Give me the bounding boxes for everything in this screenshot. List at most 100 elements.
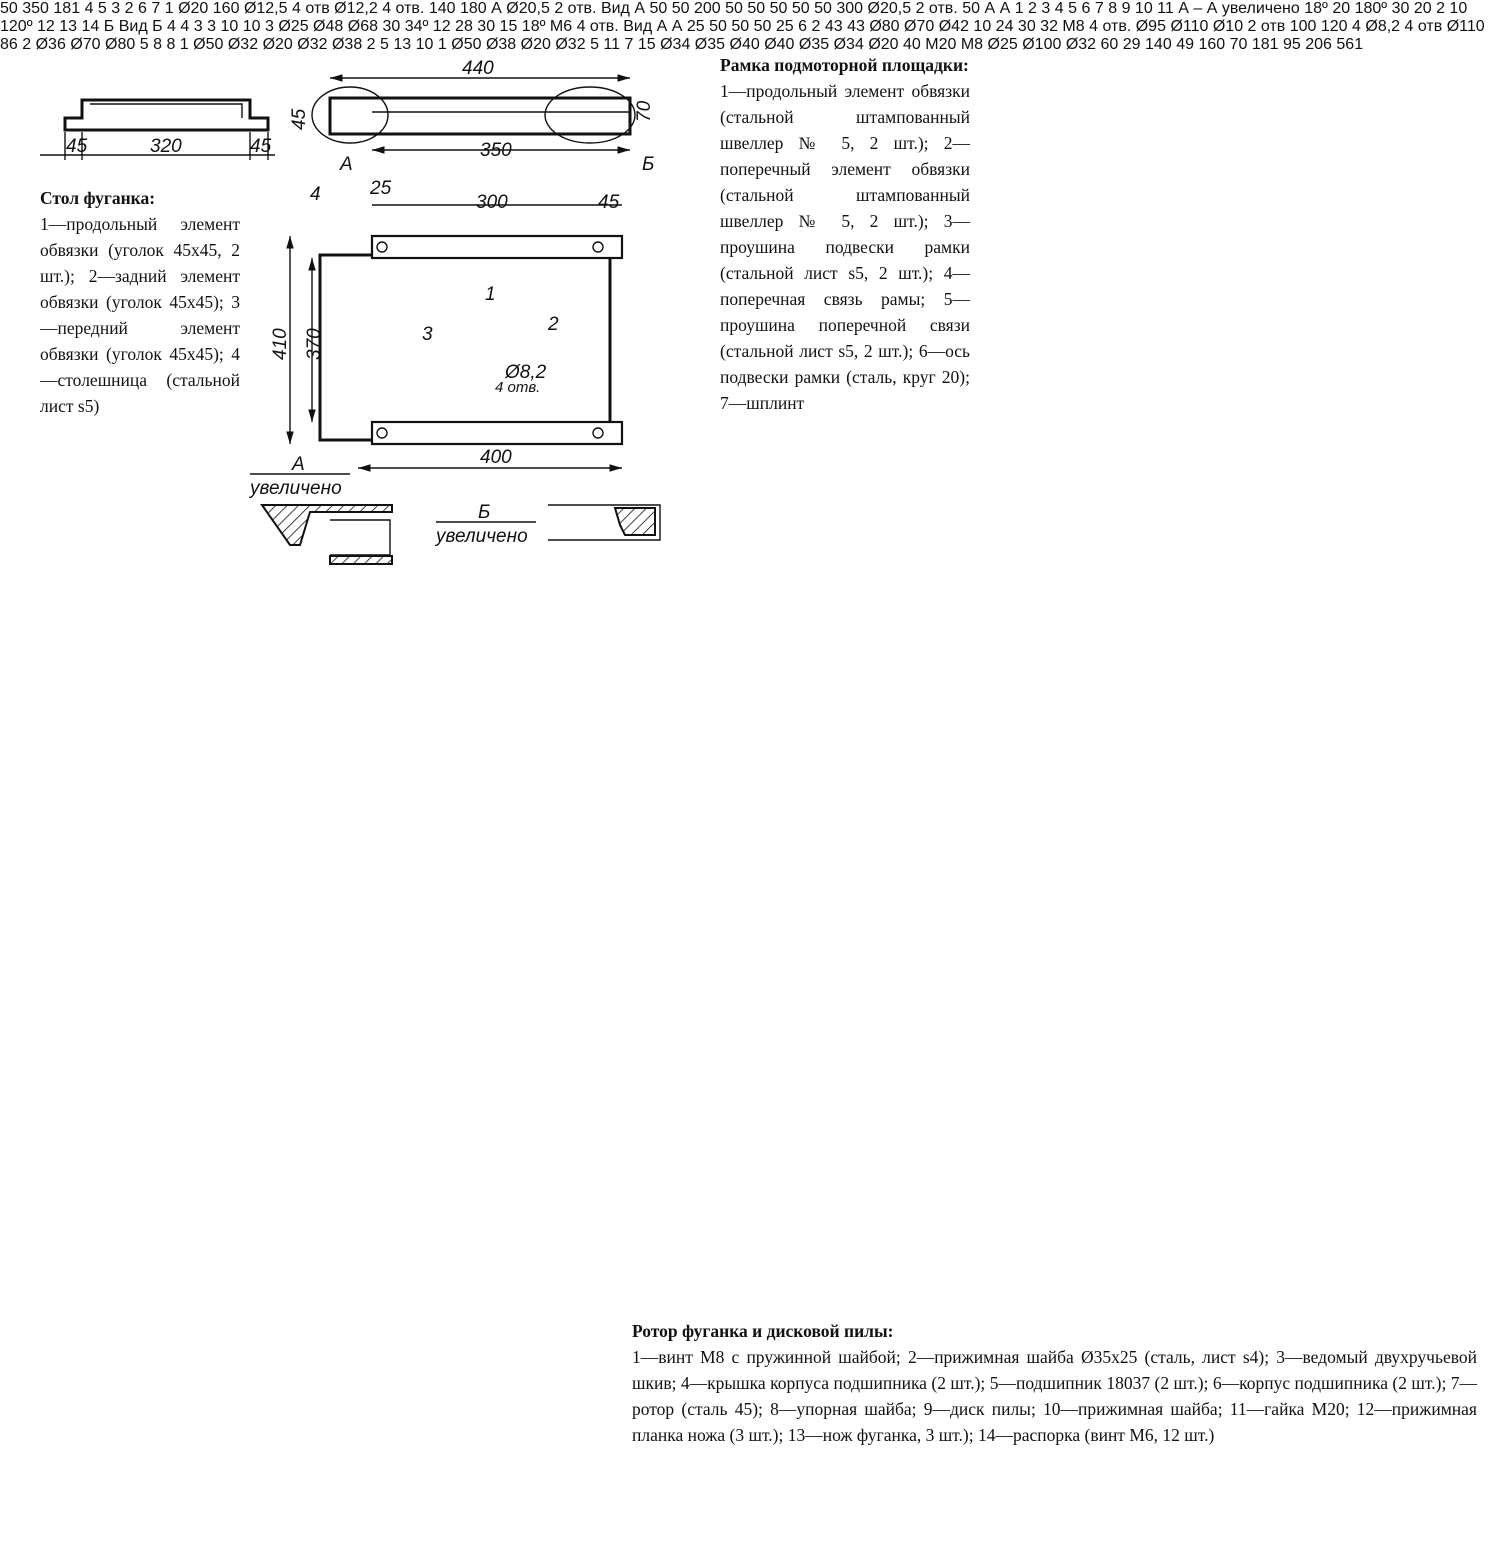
frame-part: 4 [84,0,94,17]
rotor-part: 7 [1094,0,1104,17]
shaft-dim: 95 [1283,36,1301,53]
table-dim: 300 [476,192,508,213]
pulley-dim: 34º [404,18,429,35]
sec-dim: 18º [1304,0,1328,17]
housing-drawing: 6 2 43 43 Ø80 Ø70 Ø42 10 24 30 32 М8 4 о… [798,18,1352,35]
cover-dim: 86 [0,36,18,53]
washer8-dim: Ø32 [297,36,328,53]
pulley-dim: Ø48 [313,18,344,35]
table-dim: 70 [634,100,655,122]
washer10-dim: 5 [590,36,599,53]
cover-dim: 2 [22,36,32,53]
clamp-dim: 50 [731,18,750,35]
pulley-dim: 10 [220,18,239,35]
frame-dim: Ø20,5 [506,0,550,17]
rotor-part: 5 [1068,0,1078,17]
washer10-dim: Ø32 [555,36,586,53]
housing-dim: 2 отв [1247,18,1286,35]
frame-caption-title: Рамка подмоторной площадки: [720,55,969,75]
housing-dim: 10 [973,18,992,35]
frame-caption: Рамка подмоторной площадки: 1—продольный… [720,52,970,416]
cover-dim: 8 [153,36,162,53]
frame-dim: 160 [212,0,240,17]
housing-dim: 43 [847,18,865,35]
section-title: А – А [1178,0,1218,17]
view-b-title: Вид Б [118,18,163,35]
frame-dim: 140 [428,0,456,17]
cover-drawing: 4 Ø8,2 4 отв Ø110 86 2 Ø36 Ø70 Ø80 5 8 [0,18,1485,53]
view-b-dim: 4 [167,18,176,35]
view-label: Б [642,154,654,175]
rotor-part: 4 [1054,0,1064,17]
sec-part: 14 [81,18,100,35]
housing-dim: 43 [824,18,843,35]
table-part: 3 [422,324,433,345]
table-dim: 440 [462,58,494,79]
part-number: 7 [624,36,634,53]
view-arrow: А [491,0,502,17]
washer10-dim: Ø50 [451,36,482,53]
shaft-dim: Ø34 [660,36,691,53]
cover-dim: Ø36 [35,36,66,53]
frame-dim: 50 [791,0,810,17]
washer8-dim: 2 [366,36,376,53]
frame-dim: 180 [459,0,487,17]
frame-dim: 200 [693,0,721,17]
washer8-dim: 5 [380,36,389,53]
shaft-dim: Ø35 [798,36,830,53]
table-caption-body: 1—продольный элемент обвязки (уголок 45х… [40,214,240,416]
pulley-dim: 3 [207,18,217,35]
cover-dim: Ø80 [105,36,136,53]
table-caption: Стол фуганка: 1—продольный элемент обвяз… [40,185,240,419]
rotor-part: 3 [1041,0,1051,17]
table-dim: 45 [66,136,88,157]
sec-dim: 20 [1413,0,1432,17]
table-dim: 45 [598,192,620,213]
table-part: 1 [485,284,496,305]
housing-dim: 100 [1289,18,1317,35]
rotor-part: 10 [1134,0,1153,17]
sec-dim: 180º [1354,0,1388,17]
shaft-dim: Ø100 [1022,36,1062,53]
clamp-dim: 4 отв. [576,18,619,35]
frame-caption-body: 1—продольный элемент обвязки (стальной ш… [720,81,970,413]
frame-part: 5 [97,0,107,17]
shaft-dim: Ø25 [987,36,1018,53]
sec-dim: 120º [0,18,33,35]
washer8-dim: Ø38 [331,36,363,53]
sec-part: 13 [59,18,78,35]
table-dim: 410 [270,328,291,360]
shaft-dim: 15 [637,36,656,53]
section-mark: А [999,0,1011,17]
pulley-dim: Ø25 [278,18,309,35]
part-number: 3 [193,18,203,35]
rotor-part: 1 [1014,0,1024,17]
frame-dim: 181 [53,0,81,17]
table-part: 2 [547,314,559,335]
frame-dim: Ø12,5 [243,0,288,17]
table-dim: 370 [304,328,325,360]
view-title: Вид А [600,0,645,17]
rotor-part: 6 [1081,0,1091,17]
frame-dim: 2 отв. [915,0,958,17]
housing-dim: 2 [811,18,821,35]
washer10-dim: Ø20 [520,36,551,53]
washer8-dim: 1 [179,36,189,53]
frame-part: 3 [111,0,121,17]
cover-dim: Ø70 [70,36,101,53]
view-b-dim: 4 [180,18,190,35]
sec-part: 12 [37,18,55,35]
frame-dim: Ø20 [178,0,209,17]
rotor-caption-title: Ротор фуганка и дисковой пилы: [632,1321,894,1341]
clamp-dim: 25 [775,18,794,35]
housing-dim: 30 [1017,18,1036,35]
frame-dim: 350 [22,0,49,17]
frame-drawing: 50 350 181 4 5 3 2 6 7 1 Ø20 160 Ø12,5 4… [0,0,984,17]
table-dim: 45 [250,136,272,157]
shaft-dim: 49 [1176,36,1194,53]
frame-part: 6 [138,0,147,17]
housing-dim: Ø95 [1135,18,1166,35]
shaft-dim: 40 [903,36,921,53]
housing-dim: М8 [1062,18,1085,35]
